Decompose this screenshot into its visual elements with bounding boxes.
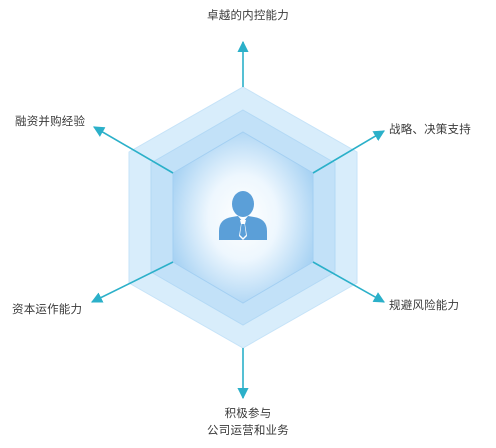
person-with-tie-icon: [219, 191, 267, 240]
capability-label-bottom-line2: 公司运营和业务: [207, 423, 289, 437]
capability-label-bottom-line1: 积极参与: [224, 406, 272, 420]
capability-label-top: 卓越的内控能力: [207, 8, 289, 22]
axis-lower-left: [90, 261, 174, 303]
capability-label-upper-right: 战略、决策支持: [389, 122, 471, 136]
axis-upper-right: [312, 130, 385, 174]
capability-label-lower-left: 资本运作能力: [12, 302, 83, 316]
axis-upper-left: [93, 126, 174, 174]
capability-label-bottom: 积极参与 公司运营和业务: [0, 405, 496, 439]
capability-label-upper-left: 融资并购经验: [15, 114, 86, 128]
capability-label-lower-right: 规避风险能力: [389, 298, 460, 312]
axis-lower-right: [312, 261, 385, 303]
